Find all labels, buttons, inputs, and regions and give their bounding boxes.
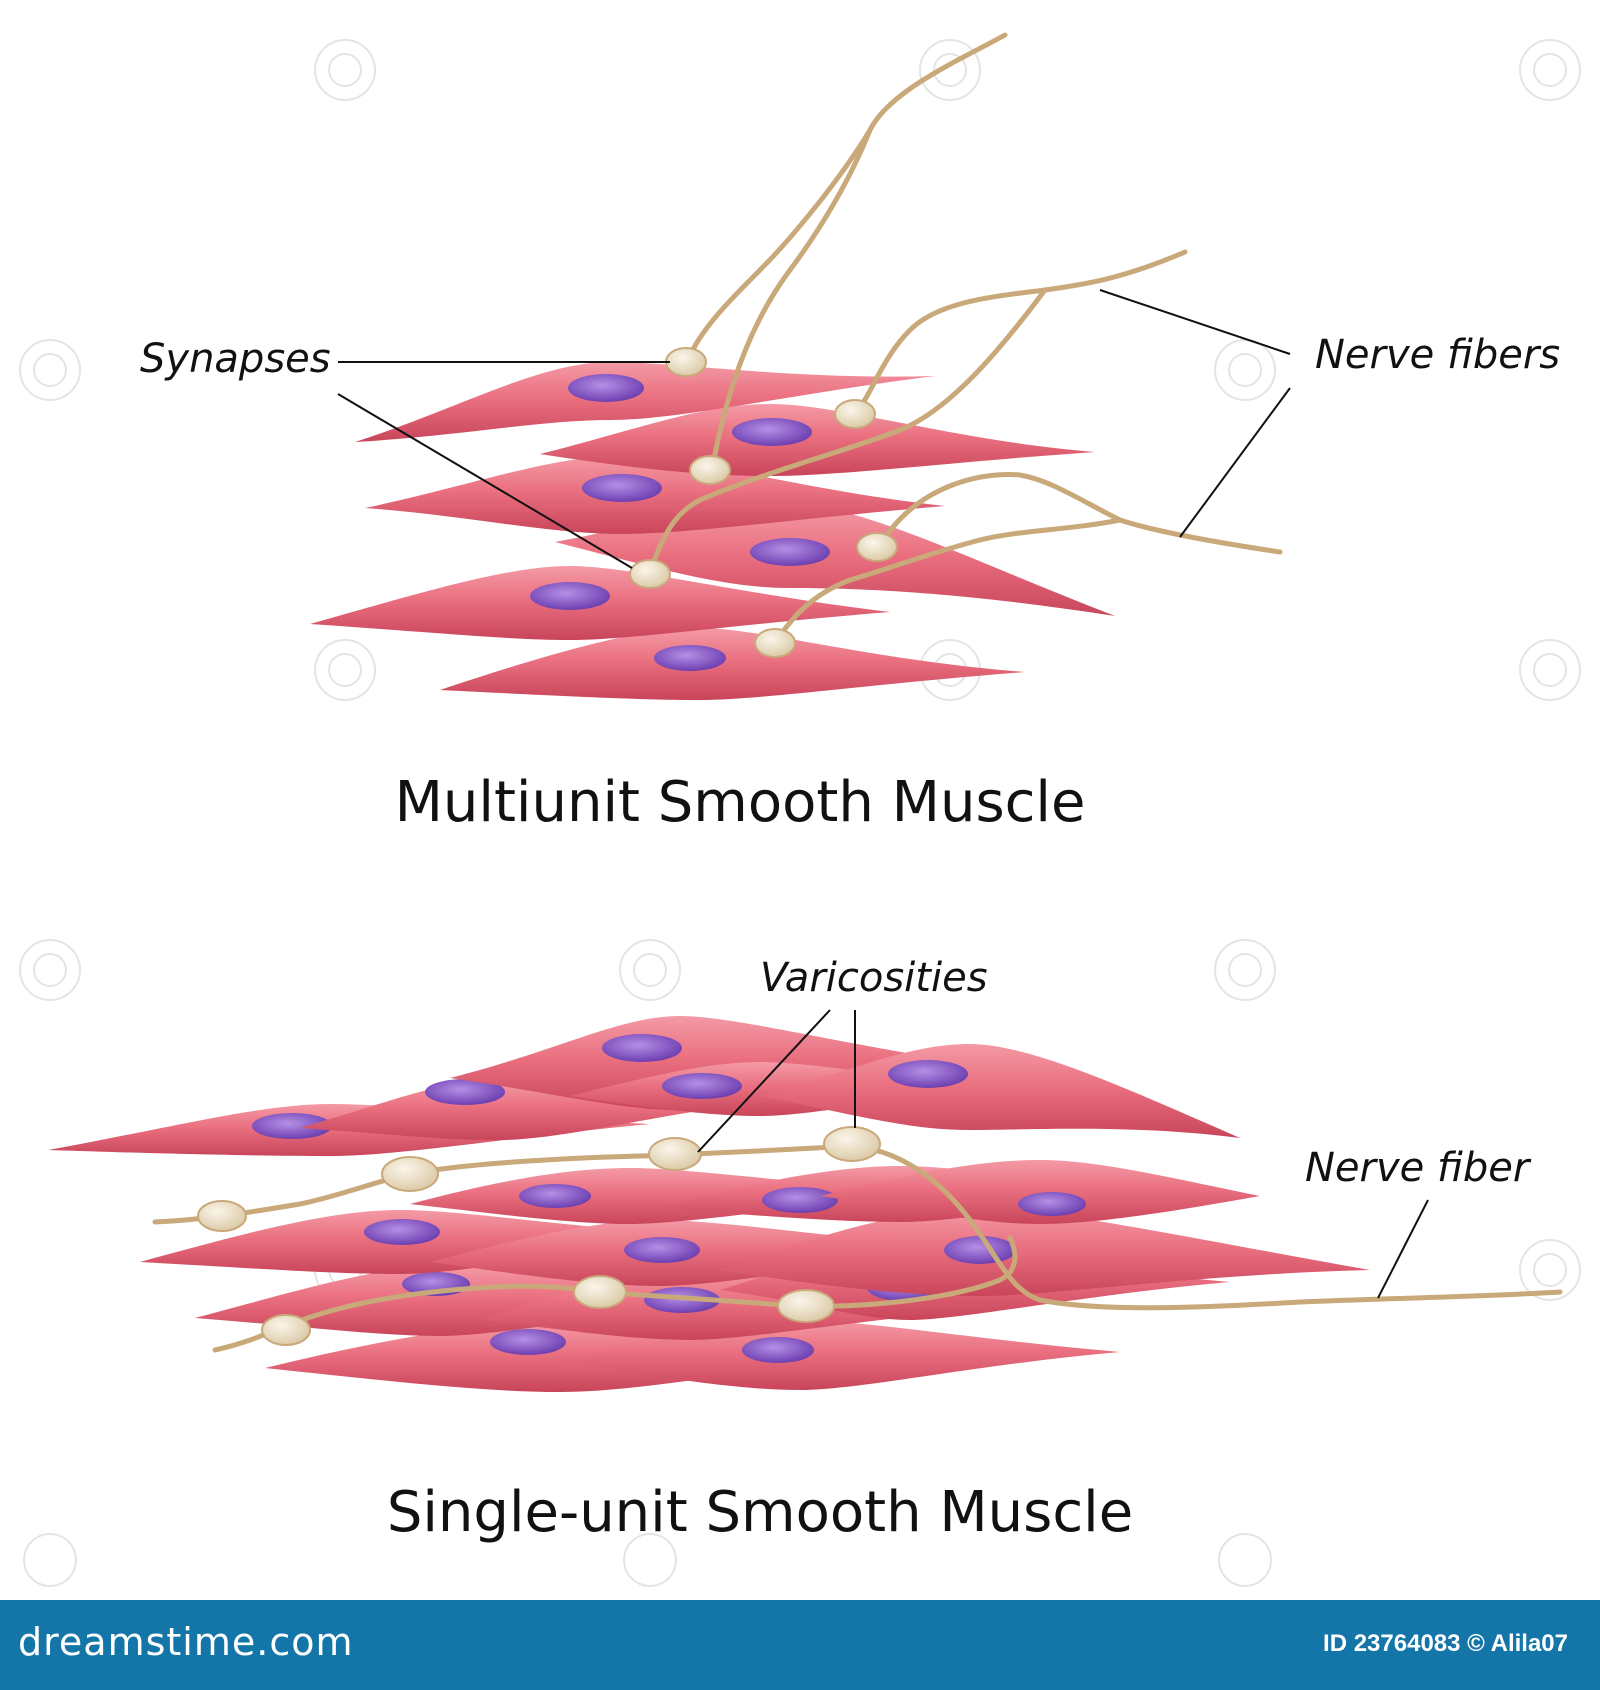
cell-nucleus [662,1073,742,1099]
cell-nucleus [750,538,830,566]
varicosities-label: Varicosities [760,955,988,1001]
cell-nucleus [490,1329,566,1355]
varicosity [823,1126,881,1162]
multiunit-nerve-fibers [647,32,1283,646]
cell-nucleus [732,418,812,446]
footer-image-id: ID 23764083 © Alila07 [1323,1630,1568,1657]
cell-nucleus [742,1337,814,1363]
varicosity [573,1275,627,1309]
varicosity [648,1137,702,1171]
smooth-muscle-diagram [19,32,1581,1587]
synapse-knob [834,399,876,429]
cell-nucleus [519,1184,591,1208]
muscle-cell [450,1016,1010,1110]
varicosity [197,1200,247,1232]
cell-nucleus [252,1113,332,1139]
single-unit-title: Single-unit Smooth Muscle [386,1480,1134,1545]
synapse-knob [629,559,671,589]
cell-nucleus [944,1236,1016,1264]
cell-nucleus [582,474,662,502]
cell-nucleus [568,374,644,402]
cell-nucleus [1018,1192,1086,1216]
cell-nucleus [364,1219,440,1245]
muscle-cell [720,1208,1370,1296]
muscle-cell [540,404,1095,476]
multiunit-title: Multiunit Smooth Muscle [394,770,1086,835]
synapse-knob [689,455,731,485]
single-unit-cells [48,1016,1370,1392]
muscle-cell [440,628,1025,700]
varicosity [261,1314,311,1346]
synapse-knob [665,347,707,377]
muscle-cell [410,1168,950,1224]
footer-site-logo: dreamstime.com [18,1620,354,1664]
synapse-knob [754,628,796,658]
nerve-fiber-label: Nerve fiber [1305,1145,1530,1191]
cell-nucleus [624,1237,700,1263]
muscle-cell [555,504,1115,616]
muscle-cell [430,1220,990,1286]
varicosity [381,1156,439,1192]
multiunit-leader-lines [337,289,1291,569]
muscle-cell [760,1044,1240,1138]
single-unit-leader-lines [697,1009,1429,1299]
varicosities [197,1126,881,1346]
synapse-knobs [629,347,898,658]
muscle-cell [140,1210,720,1274]
watermark-icons [19,39,1581,1587]
cell-nucleus [425,1079,505,1105]
cell-nucleus [530,582,610,610]
muscle-cell [355,362,935,442]
watermark-footer: dreamstime.com ID 23764083 © Alila07 [0,1600,1600,1690]
multiunit-cells [310,362,1115,700]
nerve-fibers-label: Nerve fibers [1315,332,1561,378]
cell-nucleus [888,1060,968,1088]
varicosity [777,1289,835,1323]
muscle-cell [195,1266,760,1336]
cell-nucleus [602,1034,682,1062]
cell-nucleus [762,1187,838,1213]
synapses-label: Synapses [140,336,331,382]
synapse-knob [856,532,898,562]
cell-nucleus [654,645,726,671]
